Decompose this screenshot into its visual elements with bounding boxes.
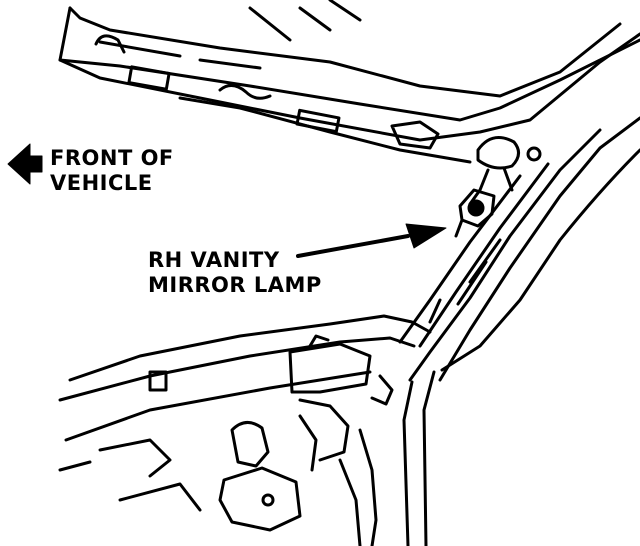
a-pillar (398, 116, 640, 382)
front-direction-arrow-icon (7, 143, 43, 185)
front-label-line1: FRONT OF (50, 146, 174, 170)
roof-header-rail (58, 0, 640, 164)
sun-visor-mount (58, 398, 378, 546)
lamp-callout-arrow (296, 223, 447, 258)
lower-header (58, 314, 432, 442)
lamp-label-line2: MIRROR LAMP (148, 273, 322, 297)
vanity-lamp-label: RH VANITY MIRROR LAMP (148, 248, 322, 298)
front-of-vehicle-label: FRONT OF VEHICLE (50, 146, 174, 196)
door-opening (402, 148, 640, 546)
lamp-label-line1: RH VANITY (148, 248, 280, 272)
front-label-line2: VEHICLE (50, 171, 153, 195)
